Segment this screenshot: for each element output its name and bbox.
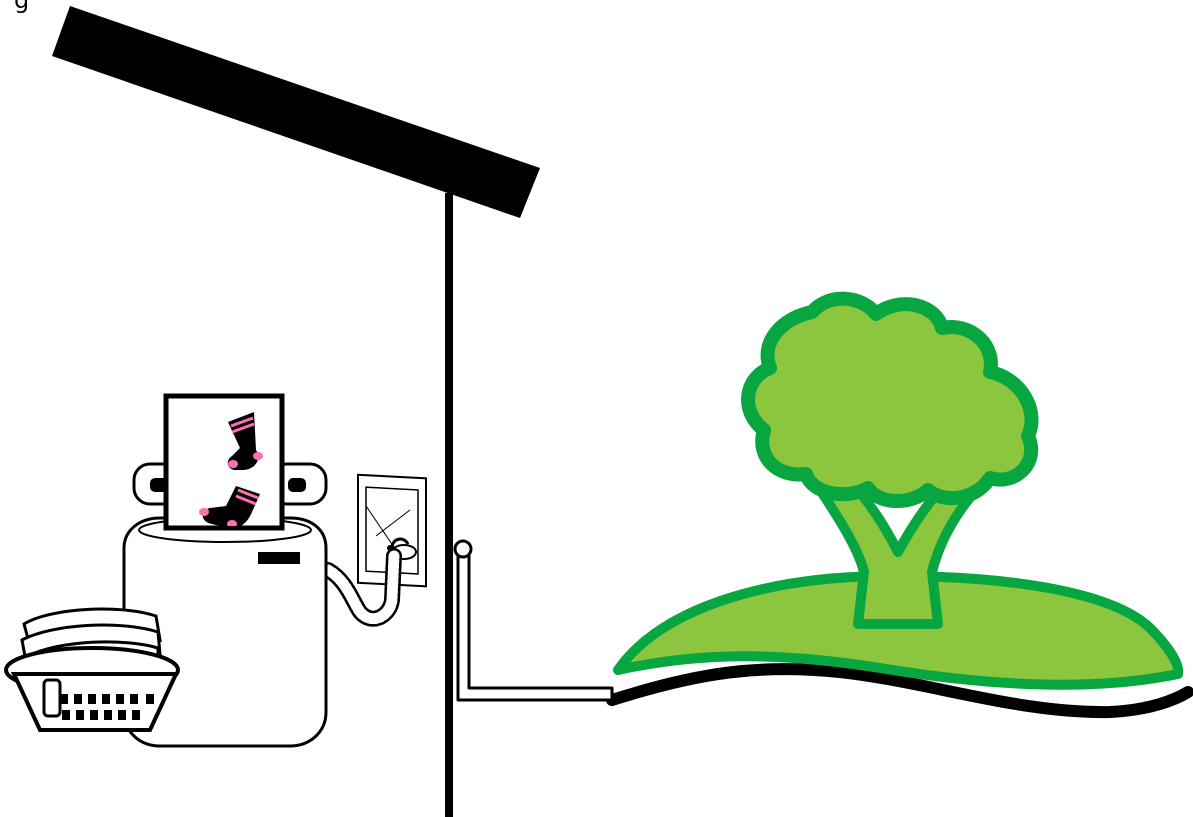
roof-icon	[52, 6, 540, 218]
drain-pipe-icon	[455, 541, 612, 700]
laundry-basket-icon	[6, 609, 178, 730]
